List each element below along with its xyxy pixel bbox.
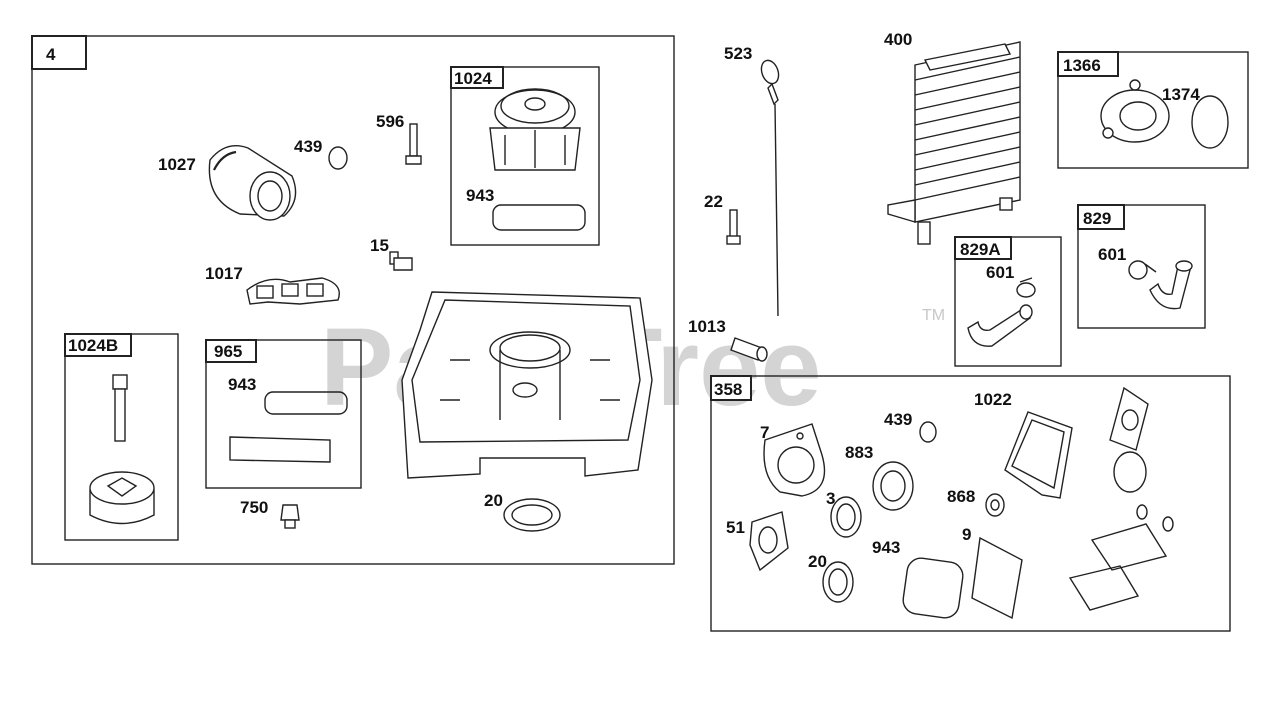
label-1022: 1022 bbox=[974, 390, 1012, 409]
group-1366-frame: 1366 bbox=[1057, 51, 1249, 169]
gasket-943-c-part[interactable] bbox=[901, 556, 964, 619]
label-15: 15 bbox=[370, 236, 389, 255]
gasket-51-part[interactable] bbox=[749, 511, 789, 572]
hose-829-part[interactable] bbox=[1149, 260, 1193, 310]
group-829a-tag: 829A bbox=[960, 240, 1001, 259]
label-596: 596 bbox=[376, 112, 404, 131]
group-1024-tag: 1024 bbox=[454, 69, 492, 88]
group-965-frame: 965 bbox=[205, 339, 362, 489]
group-965-tag: 965 bbox=[214, 342, 242, 361]
label-750: 750 bbox=[240, 498, 268, 517]
cover-plate-part[interactable] bbox=[229, 436, 331, 463]
watermark-tm: TM bbox=[922, 307, 945, 324]
group-829-tag: 829 bbox=[1083, 209, 1111, 228]
adapter-1366-part[interactable] bbox=[1100, 79, 1170, 143]
label-51: 51 bbox=[726, 518, 745, 537]
screw-750-part[interactable] bbox=[280, 504, 300, 529]
label-400: 400 bbox=[884, 30, 912, 49]
label-9: 9 bbox=[962, 525, 971, 544]
o-ring-439-part[interactable] bbox=[328, 146, 348, 170]
seal-868-part[interactable] bbox=[985, 493, 1005, 517]
seal-3-part[interactable] bbox=[830, 496, 862, 538]
label-20-a: 20 bbox=[484, 491, 503, 510]
label-439-b: 439 bbox=[884, 410, 912, 429]
label-1017: 1017 bbox=[205, 264, 243, 283]
group-4-frame: 4 bbox=[31, 35, 675, 565]
label-1013: 1013 bbox=[688, 317, 726, 336]
bracket-1017-part[interactable] bbox=[246, 277, 340, 305]
group-4-tag: 4 bbox=[46, 45, 56, 64]
seal-20-a-part[interactable] bbox=[503, 498, 561, 532]
label-943-a: 943 bbox=[466, 186, 494, 205]
plate-883-part[interactable] bbox=[872, 461, 914, 511]
group-829-frame: 829 bbox=[1077, 204, 1206, 329]
gasket-943-a-part[interactable] bbox=[492, 204, 586, 231]
label-1027: 1027 bbox=[158, 155, 196, 174]
o-ring-439-b-part[interactable] bbox=[919, 421, 937, 443]
gasket-set-part[interactable] bbox=[1068, 386, 1174, 611]
o-ring-1374-part[interactable] bbox=[1191, 95, 1229, 149]
label-601-a: 601 bbox=[986, 263, 1014, 282]
pump-shaft-part[interactable] bbox=[112, 374, 128, 442]
clamp-601-b-part[interactable] bbox=[1128, 260, 1157, 280]
label-943-c: 943 bbox=[872, 538, 900, 557]
crankcase-part[interactable] bbox=[401, 291, 653, 479]
group-1024-frame: 1024 bbox=[450, 66, 600, 246]
label-1374: 1374 bbox=[1162, 85, 1200, 104]
label-868: 868 bbox=[947, 487, 975, 506]
label-20-b: 20 bbox=[808, 552, 827, 571]
label-601-b: 601 bbox=[1098, 245, 1126, 264]
oil-pump-gear-part[interactable] bbox=[489, 88, 581, 171]
oil-cooler-part[interactable] bbox=[887, 41, 1021, 245]
group-1024b-frame: 1024B bbox=[64, 333, 179, 541]
fitting-1013-part[interactable] bbox=[730, 337, 768, 362]
group-1024b-tag: 1024B bbox=[68, 336, 118, 355]
pump-rotor-part[interactable] bbox=[89, 471, 155, 525]
group-1366-tag: 1366 bbox=[1063, 56, 1101, 75]
clamp-601-a-part[interactable] bbox=[1016, 277, 1036, 298]
label-523: 523 bbox=[724, 44, 752, 63]
dipstick-part[interactable] bbox=[758, 58, 781, 317]
label-22: 22 bbox=[704, 192, 723, 211]
bolt-596-part[interactable] bbox=[405, 123, 422, 165]
gasket-1022-part[interactable] bbox=[1004, 411, 1073, 499]
gasket-943-b-part[interactable] bbox=[264, 391, 348, 415]
bolt-22-part[interactable] bbox=[726, 209, 741, 245]
group-358-frame: 358 bbox=[710, 375, 1231, 632]
label-7: 7 bbox=[760, 423, 769, 442]
screw-15-part[interactable] bbox=[389, 251, 413, 271]
label-3: 3 bbox=[826, 489, 835, 508]
gasket-7-part[interactable] bbox=[763, 423, 826, 497]
label-883: 883 bbox=[845, 443, 873, 462]
group-358-tag: 358 bbox=[714, 380, 742, 399]
hose-829a-part[interactable] bbox=[967, 304, 1033, 347]
label-943-b: 943 bbox=[228, 375, 256, 394]
plate-9-part[interactable] bbox=[971, 536, 1023, 620]
group-829a-frame: 829A bbox=[954, 236, 1062, 367]
oil-filter-part[interactable] bbox=[208, 145, 297, 221]
label-439-a: 439 bbox=[294, 137, 322, 156]
seal-20-b-part[interactable] bbox=[822, 561, 854, 603]
